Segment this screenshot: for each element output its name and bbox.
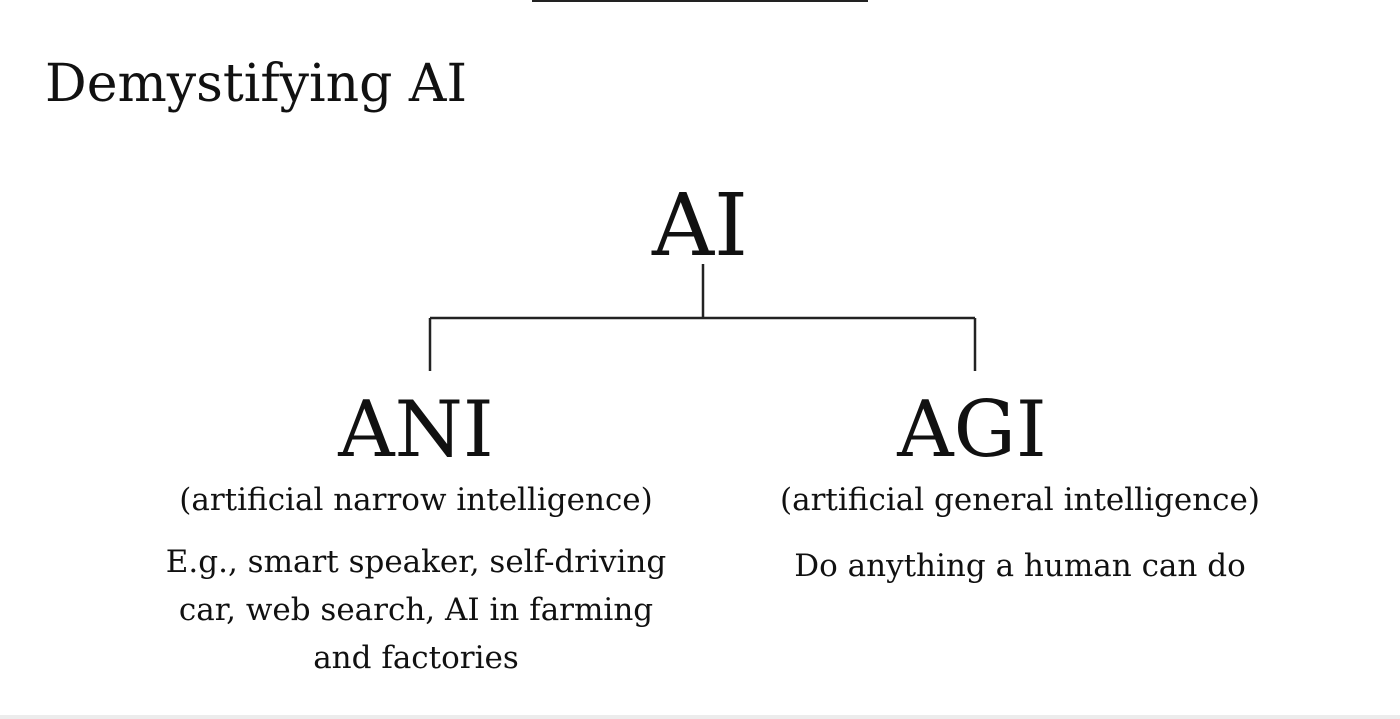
agi-description-line: Do anything a human can do xyxy=(794,548,1246,584)
ani-description-line: E.g., smart speaker, self-driving xyxy=(165,544,667,580)
root-node-ai: AI xyxy=(651,176,749,276)
ani-description: E.g., smart speaker, self-driving car, w… xyxy=(116,538,716,682)
ani-description-line: and factories xyxy=(313,640,519,676)
branch-node-agi: AGI xyxy=(897,385,1047,475)
ani-subtitle: (artificial narrow intelligence) xyxy=(179,482,653,518)
bottom-divider xyxy=(0,715,1400,719)
slide-title: Demystifying AI xyxy=(45,54,468,114)
ani-description-line: car, web search, AI in farming xyxy=(178,592,654,628)
agi-description: Do anything a human can do xyxy=(720,542,1320,590)
agi-subtitle: (artificial general intelligence) xyxy=(780,482,1260,518)
top-divider xyxy=(532,0,868,2)
branch-node-ani: ANI xyxy=(338,385,494,475)
